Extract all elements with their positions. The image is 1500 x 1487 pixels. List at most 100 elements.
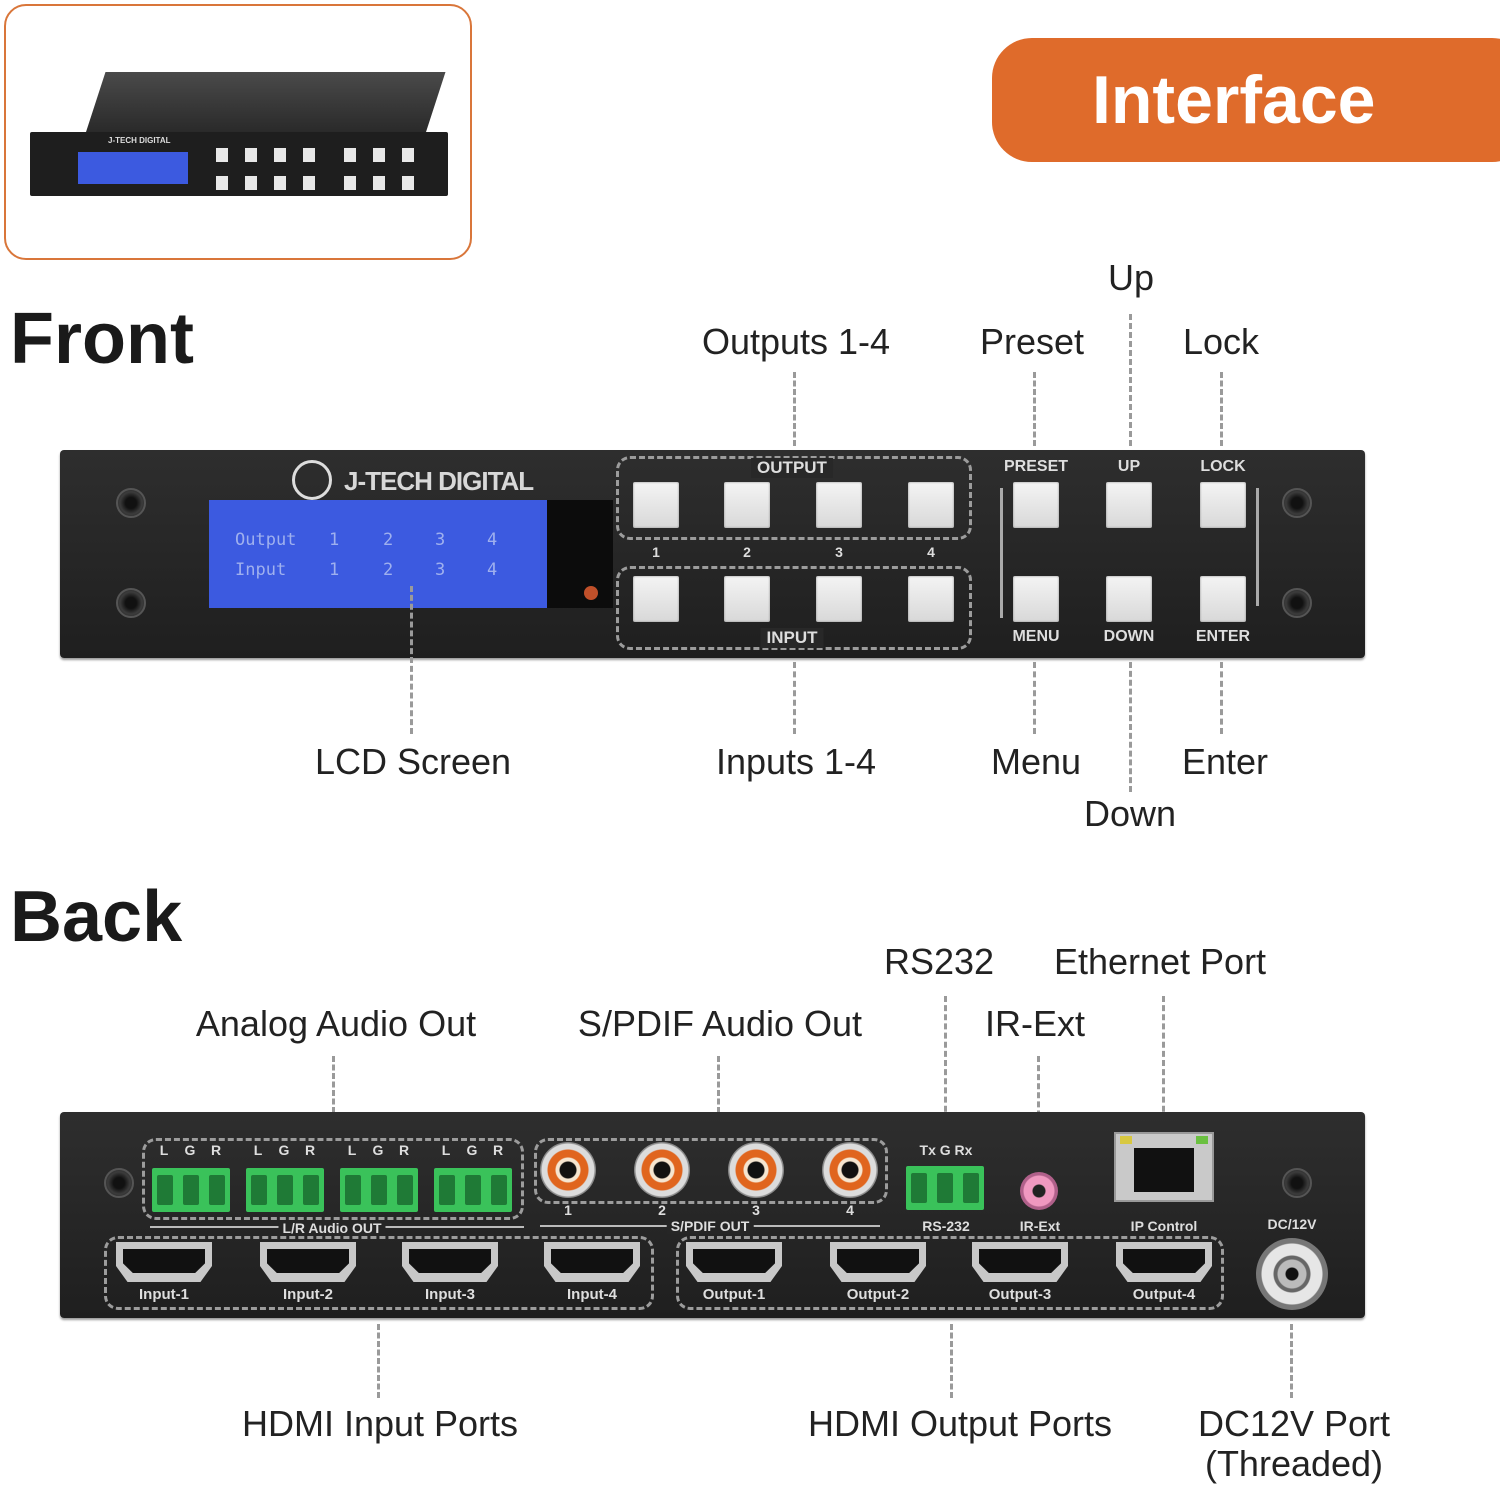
thumbnail-device-front: J-TECH DIGITAL: [30, 132, 448, 196]
spdif-number-3: 3: [752, 1202, 760, 1218]
output-button-2[interactable]: [724, 482, 770, 528]
lock-label: LOCK: [1200, 458, 1246, 475]
front-section-title: Front: [10, 299, 194, 379]
spdif-jack-4[interactable]: [822, 1142, 878, 1198]
up-button[interactable]: [1106, 482, 1152, 528]
leader-hdmi-out: [950, 1324, 953, 1398]
ethernet-port[interactable]: [1114, 1132, 1214, 1202]
callout-dc-line2: (Threaded): [1204, 1443, 1384, 1484]
thumbnail-lcd: [78, 152, 188, 184]
leader-menu: [1033, 662, 1036, 734]
output-button-group: [616, 456, 972, 540]
audio-terminal-2[interactable]: [246, 1168, 324, 1212]
pin-label-g-1: G: [184, 1142, 196, 1158]
thumbnail-device-top: [86, 72, 446, 132]
callout-down: Down: [1083, 793, 1177, 834]
lcd-output-4: 4: [487, 530, 498, 550]
hdmi-input-group: [104, 1236, 654, 1310]
hdmi-input-1[interactable]: [116, 1242, 212, 1282]
hdmi-output-1[interactable]: [686, 1242, 782, 1282]
pin-label-r-2: R: [304, 1142, 316, 1158]
callout-lock: Lock: [1182, 321, 1260, 362]
preset-button[interactable]: [1013, 482, 1059, 528]
interface-banner: Interface: [992, 38, 1500, 162]
spdif-jack-1[interactable]: [540, 1142, 596, 1198]
leader-analog: [332, 1056, 335, 1130]
down-button[interactable]: [1106, 576, 1152, 622]
leader-lock: [1220, 372, 1223, 446]
enter-button[interactable]: [1200, 576, 1246, 622]
lcd-input-2: 2: [383, 560, 394, 580]
input-button-4[interactable]: [908, 576, 954, 622]
pin-label-l-2: L: [253, 1142, 263, 1158]
spdif-jack-3[interactable]: [728, 1142, 784, 1198]
rs232-terminal[interactable]: [906, 1166, 984, 1210]
callout-hdmi-inputs: HDMI Input Ports: [241, 1403, 519, 1444]
callout-enter: Enter: [1181, 741, 1269, 782]
pin-label-l-1: L: [159, 1142, 169, 1158]
spdif-jack-2[interactable]: [634, 1142, 690, 1198]
hdmi-output-4[interactable]: [1116, 1242, 1212, 1282]
pin-label-r-3: R: [398, 1142, 410, 1158]
lcd-input-3: 3: [435, 560, 446, 580]
lock-button[interactable]: [1200, 482, 1246, 528]
input-button-1[interactable]: [633, 576, 679, 622]
audio-terminal-4[interactable]: [434, 1168, 512, 1212]
output-number-1: 1: [652, 544, 660, 560]
output-button-3[interactable]: [816, 482, 862, 528]
callout-analog-audio: Analog Audio Out: [195, 1003, 477, 1044]
audio-terminal-3[interactable]: [340, 1168, 418, 1212]
output-button-4[interactable]: [908, 482, 954, 528]
hdmi-input-3[interactable]: [402, 1242, 498, 1282]
down-label: DOWN: [1103, 628, 1155, 645]
input-button-2[interactable]: [724, 576, 770, 622]
pin-label-l-3: L: [347, 1142, 357, 1158]
lcd-output-3: 3: [435, 530, 446, 550]
back-section-title: Back: [10, 877, 183, 957]
lcd-input-label: Input: [235, 560, 287, 580]
brand-logo-icon: [292, 460, 332, 500]
product-thumbnail: J-TECH DIGITAL: [4, 4, 472, 260]
front-screw-top-right: [1282, 488, 1312, 518]
hdmi-output-label-4: Output-4: [1132, 1286, 1196, 1303]
audio-terminal-1[interactable]: [152, 1168, 230, 1212]
front-screw-bottom-left: [116, 588, 146, 618]
hdmi-input-4[interactable]: [544, 1242, 640, 1282]
leader-ethernet: [1162, 996, 1165, 1130]
preset-label: PRESET: [1003, 458, 1069, 475]
hdmi-input-label-4: Input-4: [567, 1286, 617, 1303]
ir-ext-jack[interactable]: [1020, 1172, 1058, 1210]
hdmi-output-3[interactable]: [972, 1242, 1068, 1282]
callout-inputs: Inputs 1-4: [715, 741, 877, 782]
terminal-pin-labels: L G R L G R L G R L G R: [150, 1142, 540, 1164]
pin-label-r-4: R: [492, 1142, 504, 1158]
thumbnail-brand: J-TECH DIGITAL: [108, 136, 171, 145]
rs232-pin-labels: Tx G Rx: [919, 1142, 973, 1158]
hdmi-output-2[interactable]: [830, 1242, 926, 1282]
hdmi-input-2[interactable]: [260, 1242, 356, 1282]
output-button-1[interactable]: [633, 482, 679, 528]
leader-enter: [1220, 662, 1223, 734]
front-panel: J-TECH DIGITAL Output 1 2 3 4 Input 1 2 …: [60, 450, 1365, 658]
pin-label-l-4: L: [441, 1142, 451, 1158]
callout-up: Up: [1107, 257, 1155, 298]
ip-control-label: IP Control: [1130, 1218, 1198, 1234]
dc-power-jack[interactable]: [1256, 1238, 1328, 1310]
input-button-3[interactable]: [816, 576, 862, 622]
menu-button[interactable]: [1013, 576, 1059, 622]
lcd-input-4: 4: [487, 560, 498, 580]
leader-rs232: [944, 996, 947, 1130]
hdmi-output-label-1: Output-1: [702, 1286, 766, 1303]
leader-inputs: [793, 662, 796, 734]
lcd-output-2: 2: [383, 530, 394, 550]
pin-label-g-4: G: [466, 1142, 478, 1158]
control-divider-left: [1000, 488, 1003, 618]
ir-window: [547, 500, 613, 608]
output-number-2: 2: [743, 544, 751, 560]
leader-lcd: [410, 586, 413, 734]
spdif-group: [534, 1138, 888, 1204]
input-button-group: [616, 566, 972, 650]
pin-label-r-1: R: [210, 1142, 222, 1158]
input-group-label: INPUT: [760, 628, 824, 648]
leader-preset: [1033, 372, 1036, 446]
